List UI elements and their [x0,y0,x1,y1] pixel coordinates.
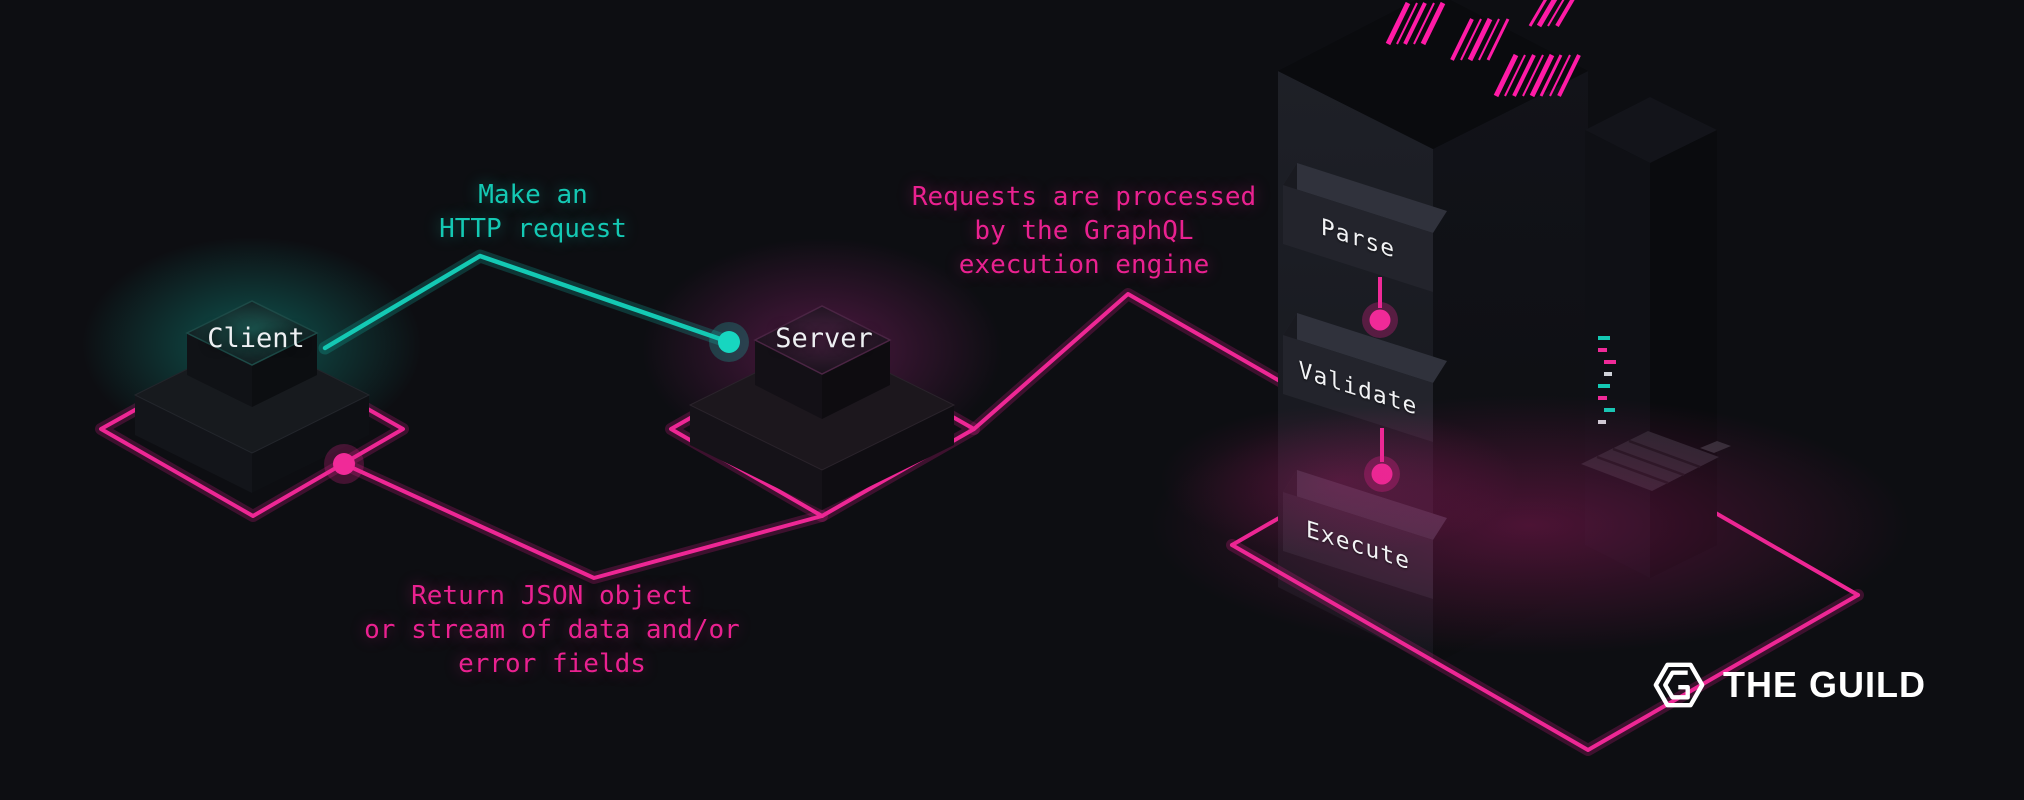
server-slab-right-face [822,405,954,510]
processing-path [968,288,1298,435]
client-platform [95,300,409,522]
engine-platform-outline-front [1226,539,1864,756]
tower-top-face [1278,0,1588,149]
client-cube-left-face [187,333,252,407]
annotation-line: Requests are processed [911,182,1257,212]
step-connector-1 [1362,277,1398,338]
annotation-line: by the GraphQL [974,216,1194,246]
processing-annotation: Requests are processed by the GraphQL ex… [894,180,1274,282]
client-cube-top-face [185,300,319,366]
client-slab-left-face [135,395,252,493]
client-node-label: Client [207,323,305,354]
server-cube-right-face [822,340,890,419]
request-path [318,249,749,362]
annotation-line: HTTP request [439,214,627,244]
the-guild-logo: THE GUILD [1650,654,1926,716]
annotation-line: Make an [478,180,588,210]
annotation-line: execution engine [958,250,1210,280]
server-slab-left-face [690,405,822,510]
response-path [324,444,828,584]
tower-status-lights [1385,0,1581,98]
annotation-line: Return JSON object [411,581,693,611]
server-cube-left-face [755,340,822,419]
monolith-top-face [1585,97,1717,163]
server-platform [665,305,980,522]
logo-wordmark: THE GUILD [1723,664,1926,705]
server-node-label: Server [775,323,873,354]
server-cube-top-face [753,305,892,375]
client-slab-right-face [252,395,369,493]
annotation-line: error fields [458,649,646,679]
annotation-line: or stream of data and/or [364,615,740,645]
http-request-annotation: Make an HTTP request [393,178,673,246]
guild-hexagon-icon [1653,662,1705,708]
response-annotation: Return JSON object or stream of data and… [342,579,762,681]
client-cube-right-face [252,333,317,407]
pink-haze-small [1160,405,1520,555]
step-box-parse [1283,163,1447,292]
